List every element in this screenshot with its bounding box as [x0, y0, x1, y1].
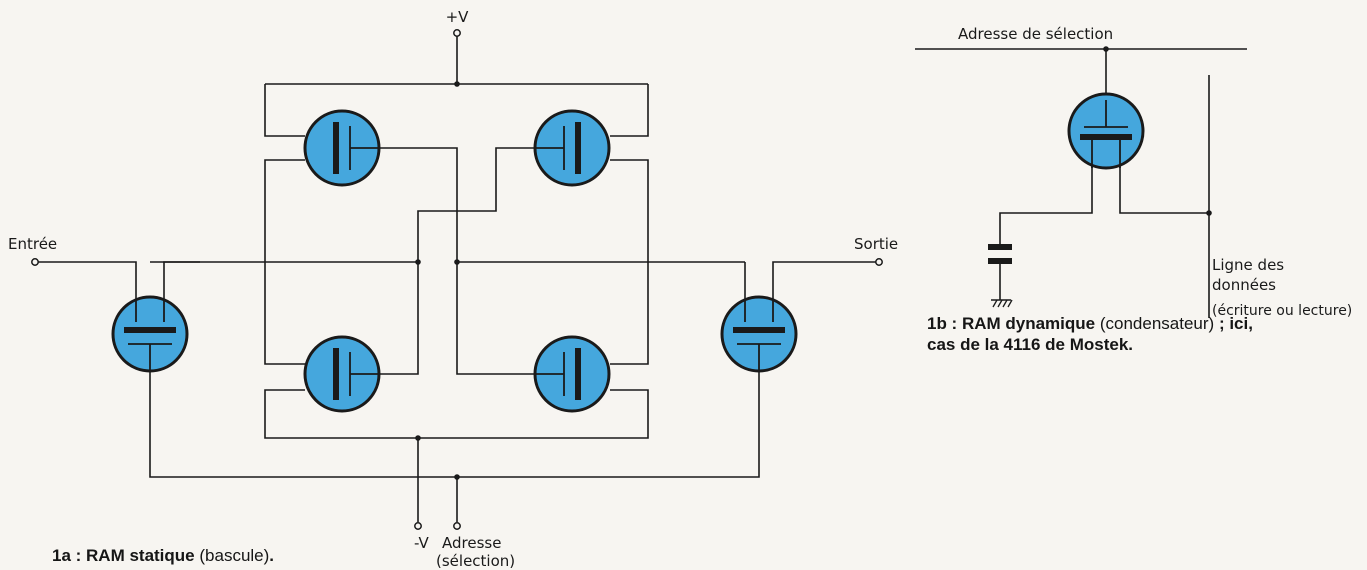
terminal-minus-v — [414, 522, 422, 530]
label-plus-v: +V — [446, 8, 470, 26]
junction-dot — [454, 259, 460, 265]
label-data-line-2: données — [1212, 276, 1276, 294]
terminal-plus-v — [453, 29, 461, 37]
junction-dot — [1103, 46, 1109, 52]
transistor-top-right — [533, 109, 611, 187]
label-entree: Entrée — [8, 235, 57, 253]
terminal-adresse — [453, 522, 461, 530]
transistor-1b — [1067, 92, 1145, 170]
label-data-line-3: (écriture ou lecture) — [1212, 303, 1352, 319]
transistor-bottom-left — [303, 335, 381, 413]
figure-1a-terminals — [31, 29, 883, 530]
caption-1a-bold: 1a : RAM statique — [52, 546, 195, 565]
caption-1b: 1b : RAM dynamique (condensateur) ; ici,… — [927, 313, 1253, 355]
terminal-sortie — [875, 258, 883, 266]
junction-dot — [454, 474, 460, 480]
caption-1b-normal: (condensateur) — [1099, 314, 1215, 333]
junction-dot — [1206, 210, 1212, 216]
caption-1b-line2: cas de la 4116 de Mostek. — [927, 335, 1134, 354]
transistor-access-left — [111, 295, 189, 373]
transistor-top-left — [303, 109, 381, 187]
label-adresse: Adresse — [442, 534, 501, 552]
caption-1a-end: . — [269, 546, 275, 565]
label-selection: (sélection) — [436, 552, 515, 570]
figure-1b-wires — [915, 48, 1247, 318]
transistor-bottom-right — [533, 335, 611, 413]
terminal-entree — [31, 258, 39, 266]
junction-dot — [415, 259, 421, 265]
junction-dot — [454, 81, 460, 87]
label-address-line: Adresse de sélection — [958, 25, 1113, 43]
figure-1a-wires — [38, 36, 876, 522]
caption-1a-normal: (bascule) — [199, 546, 270, 565]
figure-1b-ground-hatch — [992, 299, 1013, 308]
junction-dot — [415, 435, 421, 441]
transistor-access-right — [720, 295, 798, 373]
caption-1a: 1a : RAM statique (bascule). — [52, 545, 274, 566]
capacitor-symbol — [988, 244, 1012, 264]
figure-1a-junctions — [415, 81, 460, 480]
caption-1b-end: ; ici, — [1218, 314, 1253, 333]
caption-1b-bold: 1b : RAM dynamique — [927, 314, 1096, 333]
label-sortie: Sortie — [854, 235, 898, 253]
caption-1b-line1: 1b : RAM dynamique (condensateur) ; ici, — [927, 313, 1253, 334]
label-data-line-1: Ligne des — [1212, 256, 1284, 274]
label-minus-v: -V — [414, 534, 430, 552]
